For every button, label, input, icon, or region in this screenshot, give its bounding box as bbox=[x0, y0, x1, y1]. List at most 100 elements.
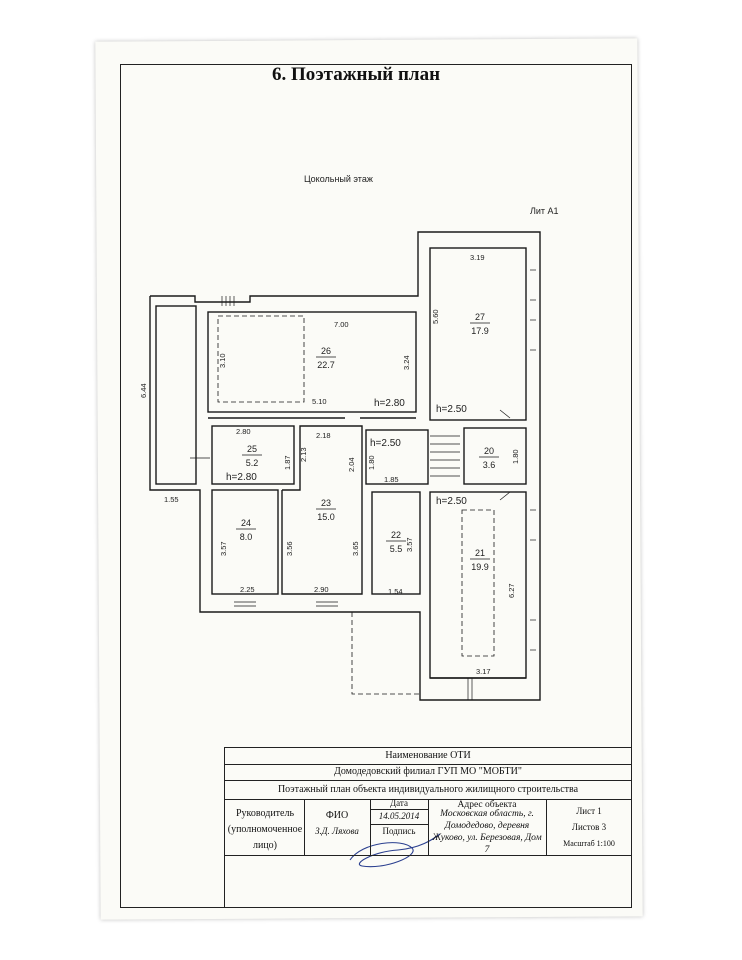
stair-box bbox=[365, 429, 429, 485]
sheet-number: Лист 1 bbox=[576, 806, 602, 817]
sheet-count: Листов 3 bbox=[571, 822, 607, 833]
dashed-porch bbox=[351, 612, 420, 695]
dimension: 1.55 bbox=[164, 495, 179, 504]
room-num: 23 bbox=[321, 498, 331, 508]
dashed-elements bbox=[217, 315, 495, 695]
room-23-outline bbox=[281, 425, 363, 595]
room-20-outline bbox=[463, 427, 527, 485]
signature-scribble bbox=[349, 833, 441, 868]
room-area: 15.0 bbox=[317, 512, 335, 522]
height-labels: h=2.80 h=2.50 h=2.50 h=2.80 h=2.50 bbox=[226, 398, 467, 507]
rule bbox=[224, 855, 632, 856]
signature-label: Подпись bbox=[382, 826, 416, 837]
walls bbox=[149, 231, 541, 701]
floor-label: Цокольный этаж bbox=[304, 174, 373, 184]
height-label: h=2.50 bbox=[370, 438, 401, 449]
oti-header: Наименование ОТИ bbox=[385, 749, 471, 761]
room-num: 20 bbox=[484, 446, 494, 456]
room-num: 26 bbox=[321, 346, 331, 356]
dimension: 3.57 bbox=[405, 537, 414, 552]
room-27-outline bbox=[429, 247, 527, 421]
dimension: 1.54 bbox=[388, 587, 403, 596]
dimension: 1.87 bbox=[283, 455, 292, 470]
dimension: 2.90 bbox=[314, 585, 329, 594]
room-num: 25 bbox=[247, 444, 257, 454]
title-block: Наименование ОТИ Домодедовский филиал ГУ… bbox=[224, 747, 632, 908]
dimension: 3.10 bbox=[218, 353, 227, 368]
head-role-2: (уполномоченное bbox=[227, 823, 303, 835]
room-area: 5.5 bbox=[390, 544, 403, 554]
room-24-outline bbox=[211, 489, 279, 595]
door-arrow bbox=[499, 491, 511, 501]
room-area: 22.7 bbox=[317, 360, 335, 370]
rule bbox=[224, 764, 632, 765]
dimension: 3.56 bbox=[285, 541, 294, 556]
rule bbox=[224, 747, 632, 748]
room-area: 19.9 bbox=[471, 562, 489, 572]
dimension: 1.80 bbox=[511, 449, 520, 464]
dimension: 2.25 bbox=[240, 585, 255, 594]
room-25-outline bbox=[211, 425, 295, 485]
dashed-outline-26 bbox=[217, 315, 305, 403]
height-label: h=2.50 bbox=[436, 404, 467, 415]
height-label: h=2.80 bbox=[374, 398, 405, 409]
room-num: 24 bbox=[241, 518, 251, 528]
rule bbox=[370, 809, 428, 810]
lit-label: Лит А1 bbox=[530, 206, 559, 216]
dimension: 2.04 bbox=[347, 457, 356, 472]
dashed-outline-21 bbox=[461, 509, 495, 657]
plan-name: Поэтажный план объекта индивидуального ж… bbox=[277, 783, 579, 795]
rule bbox=[370, 824, 428, 825]
rule bbox=[546, 799, 547, 855]
dimension: 6.27 bbox=[507, 583, 516, 598]
dimension: 3.17 bbox=[476, 667, 491, 676]
dimension: 6.44 bbox=[139, 383, 148, 398]
fio-value: З.Д. Ляхова bbox=[315, 826, 359, 837]
outer-wall-top bbox=[150, 231, 541, 428]
room-num: 21 bbox=[475, 548, 485, 558]
dimension: 5.10 bbox=[312, 397, 327, 406]
side-annex bbox=[155, 305, 197, 485]
head-role-1: Руководитель bbox=[235, 807, 295, 819]
dimension: 3.65 bbox=[351, 541, 360, 556]
room-area: 17.9 bbox=[471, 326, 489, 336]
dimension: 3.57 bbox=[219, 541, 228, 556]
address-label: Адрес объекта bbox=[457, 800, 517, 811]
windows bbox=[190, 269, 536, 700]
rule bbox=[370, 799, 371, 855]
room-26-outline bbox=[207, 311, 417, 413]
room-num: 27 bbox=[475, 312, 485, 322]
head-role-3: лицо) bbox=[252, 839, 278, 851]
dimension: 2.18 bbox=[316, 431, 331, 440]
room-area: 5.2 bbox=[246, 458, 259, 468]
date-label: Дата bbox=[390, 798, 408, 809]
dimension-labels: 3.19 5.60 7.00 3.10 3.24 6.44 5.10 2.80 … bbox=[139, 253, 520, 676]
height-label: h=2.50 bbox=[436, 496, 467, 507]
date-value: 14.05.2014 bbox=[378, 811, 420, 822]
dimension: 3.24 bbox=[402, 355, 411, 370]
rule bbox=[224, 747, 225, 908]
dimension: 1.85 bbox=[384, 475, 399, 484]
room-labels: 26 22.7 27 17.9 25 5.2 23 15.0 20 3.6 24… bbox=[236, 312, 499, 572]
fio-label: ФИО bbox=[325, 809, 349, 821]
rule bbox=[304, 799, 305, 855]
dimension: 2.13 bbox=[299, 447, 308, 462]
height-label: h=2.80 bbox=[226, 472, 257, 483]
outer-wall bbox=[149, 296, 541, 701]
door-arrow bbox=[499, 409, 511, 419]
dimension: 5.60 bbox=[431, 309, 440, 324]
dimension: 7.00 bbox=[334, 320, 349, 329]
rule bbox=[224, 780, 632, 781]
drawing-frame bbox=[120, 64, 632, 908]
rule bbox=[428, 799, 429, 855]
org-name: Домодедовский филиал ГУП МО "МОБТИ" bbox=[334, 766, 522, 778]
dimension: 2.80 bbox=[236, 427, 251, 436]
dimension: 3.19 bbox=[470, 253, 485, 262]
room-num: 22 bbox=[391, 530, 401, 540]
page-title: 6. Поэтажный план bbox=[271, 64, 441, 85]
room-area: 3.6 bbox=[483, 460, 496, 470]
address-value: Московская область, г. Домодедово, дерев… bbox=[432, 809, 542, 855]
room-22-outline bbox=[371, 491, 421, 595]
